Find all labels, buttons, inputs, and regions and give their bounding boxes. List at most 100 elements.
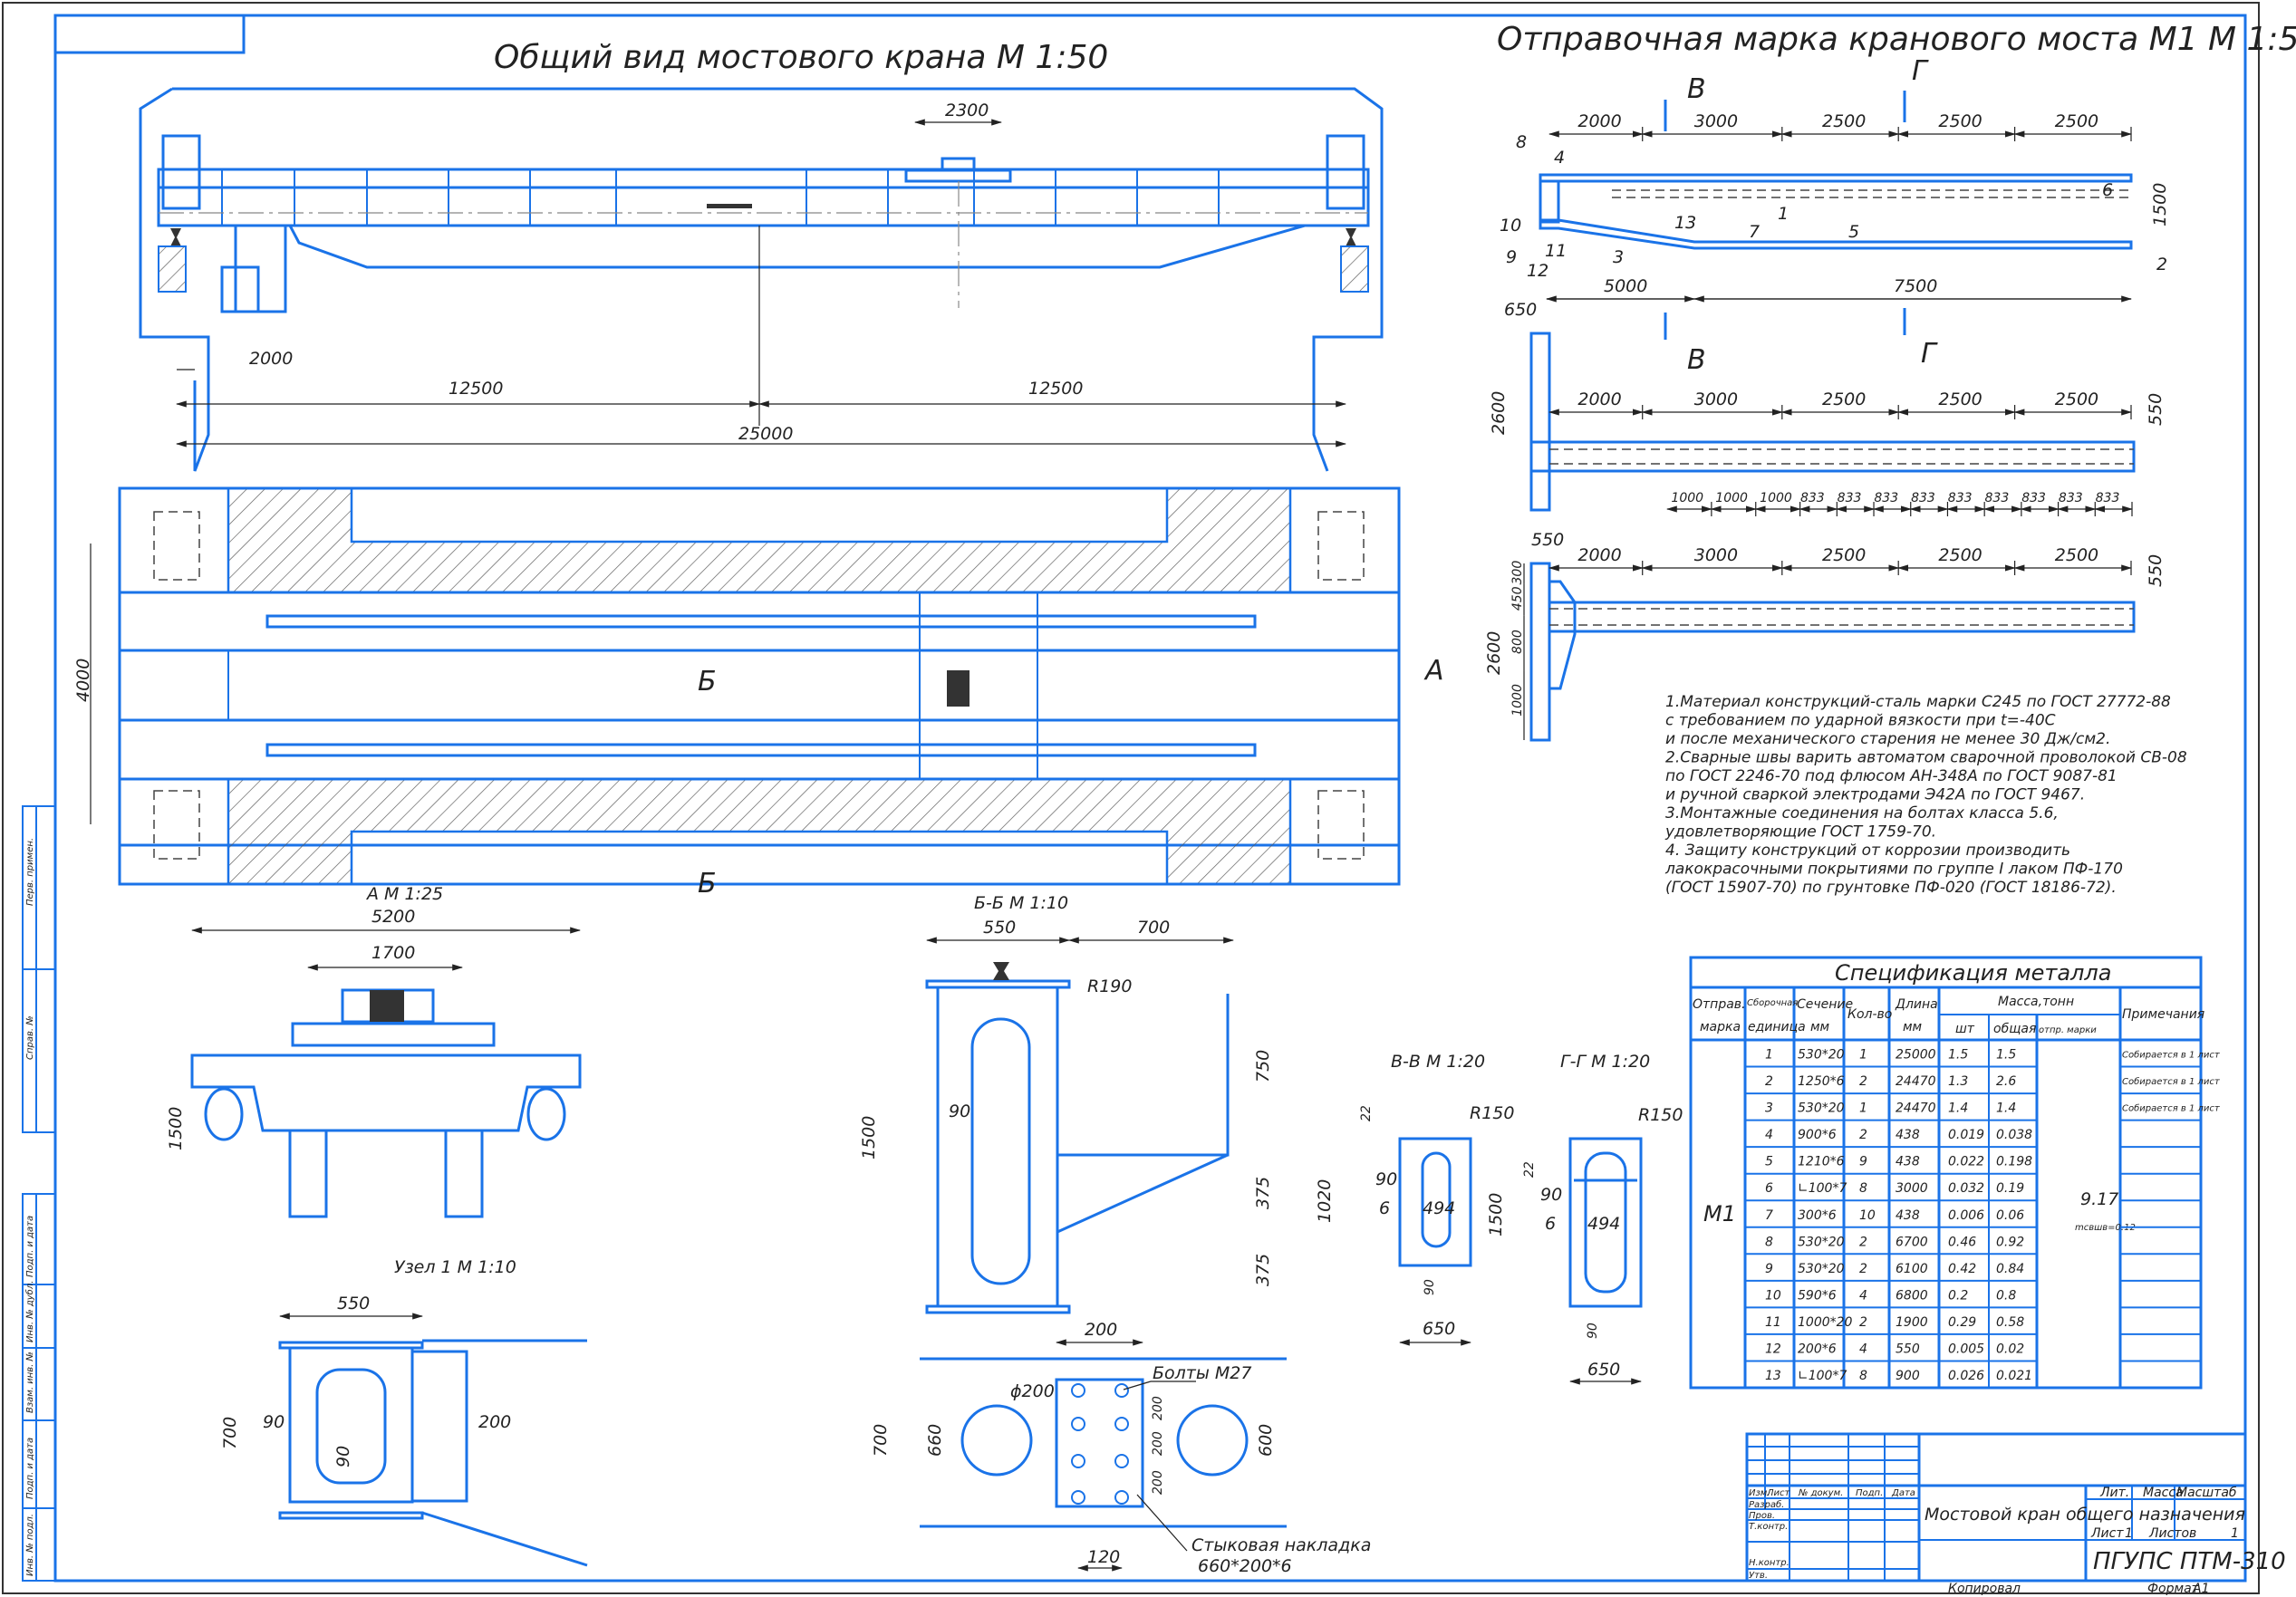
dim-joint-plate-h: 660 [925, 1424, 945, 1457]
shipping-mark: Отправочная марка кранового моста М1 М 1… [1484, 21, 2296, 742]
spec-cell-section: 530*20 [1798, 1235, 1845, 1249]
spec-cell-total: 0.92 [1996, 1235, 2024, 1249]
hdr-section-1: Сечение [1797, 997, 1853, 1012]
dim-node-offset-v: 90 [333, 1446, 353, 1467]
spec-mark-mass: 9.17 [2080, 1189, 2118, 1209]
stamp-sprav-no: Справ. № [25, 1015, 35, 1060]
dim-node-side: 200 [478, 1412, 511, 1432]
spec-cell-unit: 7 [1765, 1208, 1773, 1223]
dim-gg-inner: 494 [1587, 1214, 1620, 1234]
spec-cell-qty: 8 [1859, 1369, 1867, 1383]
spec-mark-mass-weld: mсвшв=0.12 [2075, 1223, 2136, 1233]
spec-cell-unit: 5 [1765, 1155, 1773, 1169]
part-number-4: 4 [1554, 148, 1565, 168]
hdr-mark-1: Отправ. [1693, 997, 1746, 1012]
note-line-4: по ГОСТ 2246-70 под флюсом АН-348А по ГО… [1665, 767, 2118, 785]
section-bb: Б-Б М 1:10 550 700 R190 90 1500 750 375 … [859, 893, 1273, 1314]
spec-cell-total: 0.021 [1996, 1369, 2032, 1383]
dim-sm-bottom-1: 7500 [1894, 276, 1937, 296]
view-a: А М 1:25 5200 1700 1500 [166, 884, 582, 1218]
dim-gg-width: 650 [1587, 1360, 1620, 1380]
top-left-stamp [53, 14, 246, 54]
dim-sm-top-3: 2500 [1938, 111, 1982, 131]
part-number-7: 7 [1749, 222, 1760, 242]
plate-label: Стыковая накладка [1191, 1535, 1371, 1555]
dim-vv-width: 650 [1423, 1319, 1455, 1339]
spec-mark-value: М1 [1703, 1201, 1736, 1227]
dim-bb-mid: 375 [1253, 1177, 1273, 1209]
spec-cell-qty: 2 [1859, 1074, 1867, 1089]
spec-cell-unit: 12 [1765, 1342, 1781, 1356]
spec-cell-qty: 4 [1859, 1342, 1867, 1356]
dim-plan2-width: 550 [2146, 554, 2166, 587]
tb-role-prov: Пров. [1749, 1511, 1775, 1521]
hdr-mass: Масса,тонн [1998, 995, 2074, 1009]
spec-cell-length: 550 [1896, 1342, 1920, 1356]
spec-cell-unit: 6 [1765, 1181, 1773, 1196]
tb-sheets-value: 1 [2231, 1526, 2239, 1541]
spec-cell-section: ∟100*7 [1798, 1181, 1847, 1196]
spec-cell-each: 1.4 [1948, 1102, 1968, 1116]
dim-bb-upper: 750 [1253, 1050, 1273, 1082]
spec-cell-qty: 2 [1859, 1128, 1867, 1142]
section-vv: В-В М 1:20 22 R150 1020 90 6 494 90 650 [1315, 1052, 1514, 1346]
spec-cell-note: Собирается в 1 лист [2122, 1076, 2221, 1087]
dim-plan1-top-2: 2500 [1822, 390, 1866, 409]
dim-plan2-left-1: 450 [1510, 586, 1525, 611]
hdr-section-2: мм [1810, 1020, 1830, 1034]
spec-cell-total: 0.038 [1996, 1128, 2032, 1142]
spec-cell-unit: 13 [1765, 1369, 1781, 1383]
spec-cell-each: 0.026 [1948, 1369, 1984, 1383]
butt-joint: 200 120 ϕ200 700 660 200 200 200 600 Бол… [871, 1320, 1371, 1576]
dim-gg-offset: 90 [1540, 1185, 1562, 1205]
part-number-13: 13 [1674, 213, 1696, 233]
part-number-9: 9 [1506, 247, 1517, 267]
spec-cell-section: 590*6 [1798, 1288, 1837, 1303]
spec-cell-each: 1.5 [1948, 1048, 1968, 1063]
dim-plan1-spacing-11: 833 [2096, 491, 2120, 505]
spec-cell-section: 900*6 [1798, 1128, 1837, 1142]
section-gg-title: Г-Г М 1:20 [1560, 1052, 1650, 1072]
dim-gg-height: 1500 [1486, 1193, 1506, 1236]
note-line-10: (ГОСТ 15907-70) по грунтовке ПФ-020 (ГОС… [1665, 879, 2117, 897]
spec-cell-length: 1900 [1896, 1315, 1928, 1330]
spec-table: Спецификация металла Отправ. марка Сборо… [1689, 956, 2221, 1390]
dim-plan1-spacing-6: 833 [1911, 491, 1935, 505]
dim-vv-top: 22 [1359, 1105, 1374, 1121]
spec-cell-length: 6700 [1896, 1235, 1928, 1249]
dim-vv-web: 6 [1379, 1198, 1390, 1218]
spec-cell-section: 1250*6 [1798, 1074, 1845, 1089]
tb-hdr-izm: Изм. [1749, 1488, 1770, 1498]
spec-cell-each: 0.005 [1948, 1342, 1984, 1356]
part-number-2: 2 [2156, 255, 2167, 274]
section-mark-b-top: Б [698, 666, 717, 697]
stamp-perv-primen: Перв. примен. [25, 838, 35, 906]
note-line-5: и ручной сваркой электродами Э42А по ГОС… [1665, 786, 2085, 804]
dim-joint-height: 700 [871, 1424, 891, 1457]
part-number-10: 10 [1500, 216, 1521, 236]
dim-plan1-spacing-1: 1000 [1715, 491, 1748, 505]
spec-cell-qty: 10 [1859, 1208, 1876, 1223]
dim-vv-offset: 90 [1375, 1169, 1397, 1189]
spec-cell-each: 0.019 [1948, 1128, 1984, 1142]
note-line-7: удовлетворяющие ГОСТ 1759-70. [1664, 823, 1936, 842]
spec-title: Спецификация металла [1835, 960, 2111, 986]
spec-cell-unit: 9 [1765, 1262, 1773, 1276]
spec-cell-section: 530*20 [1798, 1102, 1845, 1116]
spec-cell-total: 0.58 [1996, 1315, 2024, 1330]
spec-cell-qty: 8 [1859, 1181, 1867, 1196]
dim-span: 25000 [738, 424, 793, 444]
dim-plan1-spacing-4: 833 [1838, 491, 1862, 505]
spec-cell-length: 6800 [1896, 1288, 1928, 1303]
dim-plan1-top-1: 3000 [1694, 390, 1738, 409]
spec-cell-each: 0.2 [1948, 1288, 1968, 1303]
part-number-5: 5 [1848, 222, 1859, 242]
dim-plan1-height: 2600 [1489, 391, 1509, 435]
dim-plan2-left-2: 800 [1510, 630, 1525, 654]
dim-gg-bottom: 90 [1586, 1323, 1600, 1339]
